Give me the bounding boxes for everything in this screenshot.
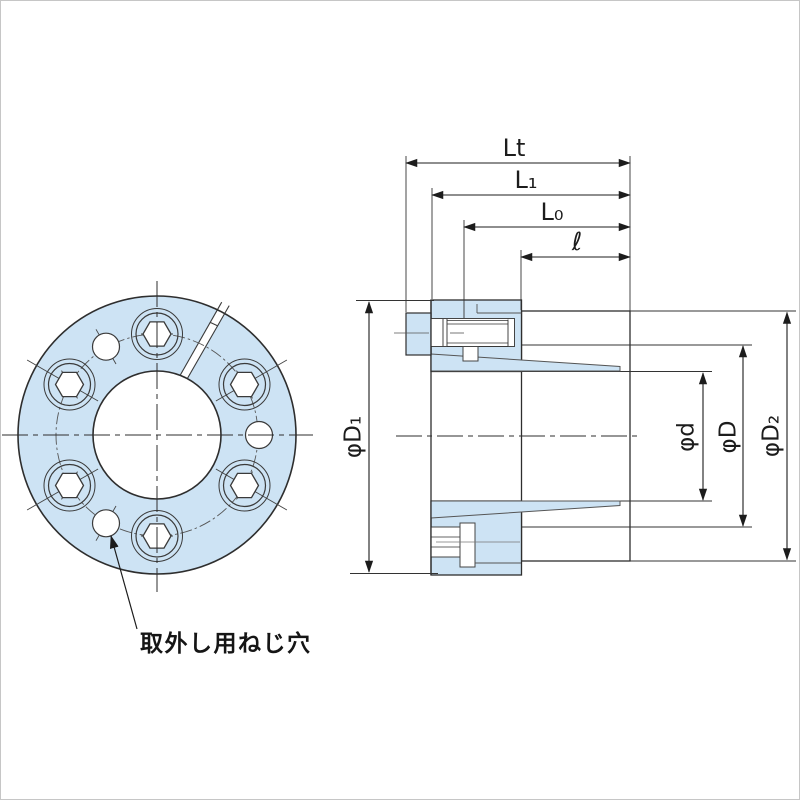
length-dim-lines [405, 158, 631, 262]
slit [179, 301, 230, 379]
dimensions: Lt L₁ L₀ ℓ φD₁ φd φD φD₂ [341, 134, 792, 574]
ring-gap-notch-top [462, 346, 479, 362]
inner-ring-step-top [476, 304, 522, 314]
section-view [394, 299, 796, 576]
front-center-lines [2, 281, 313, 592]
bolt-head-section [405, 312, 432, 356]
dim-label-phiD1: φD₁ [341, 416, 367, 458]
dim-label-L0: L₀ [541, 198, 564, 226]
dim-label-phid: φd [674, 422, 700, 452]
hub-extension-lines [630, 310, 796, 562]
dim-label-ell: ℓ [571, 227, 582, 256]
dim-label-L1: L₁ [515, 166, 538, 194]
removal-hole-section [430, 522, 521, 568]
leader-label: 取外し用ねじ穴 [140, 630, 312, 656]
removal-screw-hole [91, 509, 121, 538]
diameter-dim-lines [364, 301, 792, 573]
front-view: 取外し用ねじ穴 [2, 281, 313, 656]
removal-screw-hole [91, 332, 121, 361]
extension-lines [350, 156, 631, 574]
dim-label-phiD2: φD₂ [759, 415, 785, 457]
dim-label-phiD: φD [716, 421, 742, 454]
hub-bore-lines [521, 344, 752, 528]
leader-line [109, 535, 138, 630]
dim-label-Lt: Lt [503, 134, 526, 162]
locking-bolt-section [430, 318, 515, 347]
